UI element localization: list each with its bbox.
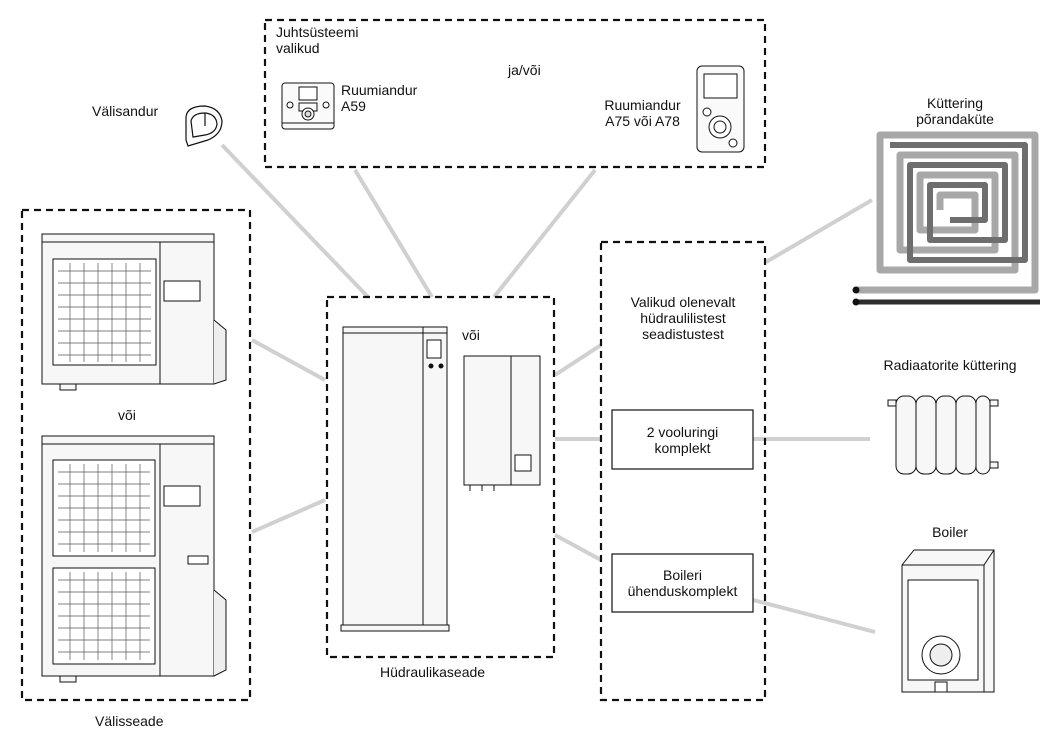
options-box [599,240,767,702]
floor-heating-label: Küttering põrandaküte [916,95,994,127]
outdoor-unit-small-icon [41,233,227,391]
boiler-kit-label: Boileri ühenduskomplekt [627,567,738,599]
room-sensor-a75-label: Ruumiandur A75 või A78 [604,97,681,129]
or-outdoor-label: või [118,407,136,423]
connector-options-1 [553,343,603,377]
connector-sensor-a75 [492,168,597,299]
hydraulic-unit-box [325,295,556,659]
connector-outdoor-unit-1 [251,338,326,382]
radiator-icon [887,395,999,475]
options-depending-label: Valikud olenevalt hüdraulilistest seadis… [630,294,736,342]
hydraulic-unit-floor-icon [340,326,450,632]
room-sensor-a75-icon [696,65,745,153]
connector-boiler [752,598,876,634]
dashed-boxes [20,18,767,702]
control-options-title: Juhtsüsteemi valikud [276,24,359,56]
connector-outdoor-unit-2 [251,498,326,534]
outdoor-sensor-label: Välisandur [92,103,159,119]
outdoor-unit-label: Välisseade [95,713,164,729]
hydraulic-unit-label: Hüdraulikaseade [380,664,486,680]
two-circuit-kit-box [611,409,754,470]
connector-outdoor-sensor [220,143,370,299]
connector-floor-heating [764,198,874,264]
connector-sensor-a59 [353,168,434,299]
connector-lines [220,143,876,634]
boiler-label: Boiler [932,524,968,540]
room-sensor-a59-label: Ruumiandur A59 [341,82,418,114]
boiler-kit-box [611,553,754,613]
outdoor-sensor-icon [185,105,223,147]
connector-options-3 [554,533,602,562]
hydraulic-unit-wall-icon [463,355,541,491]
outdoor-unit-box [20,208,252,702]
outdoor-unit-large-icon [41,435,227,683]
or-hydraulic-label: või [462,327,480,343]
boiler-icon [901,549,995,693]
floor-heating-coil-icon [852,131,1040,306]
and-or-label: ja/või [508,62,541,78]
room-sensor-a59-icon [281,82,335,130]
radiator-heating-label: Radiaatorite küttering [883,357,1017,373]
two-circuit-kit-label: 2 vooluringi komplekt [646,424,719,456]
